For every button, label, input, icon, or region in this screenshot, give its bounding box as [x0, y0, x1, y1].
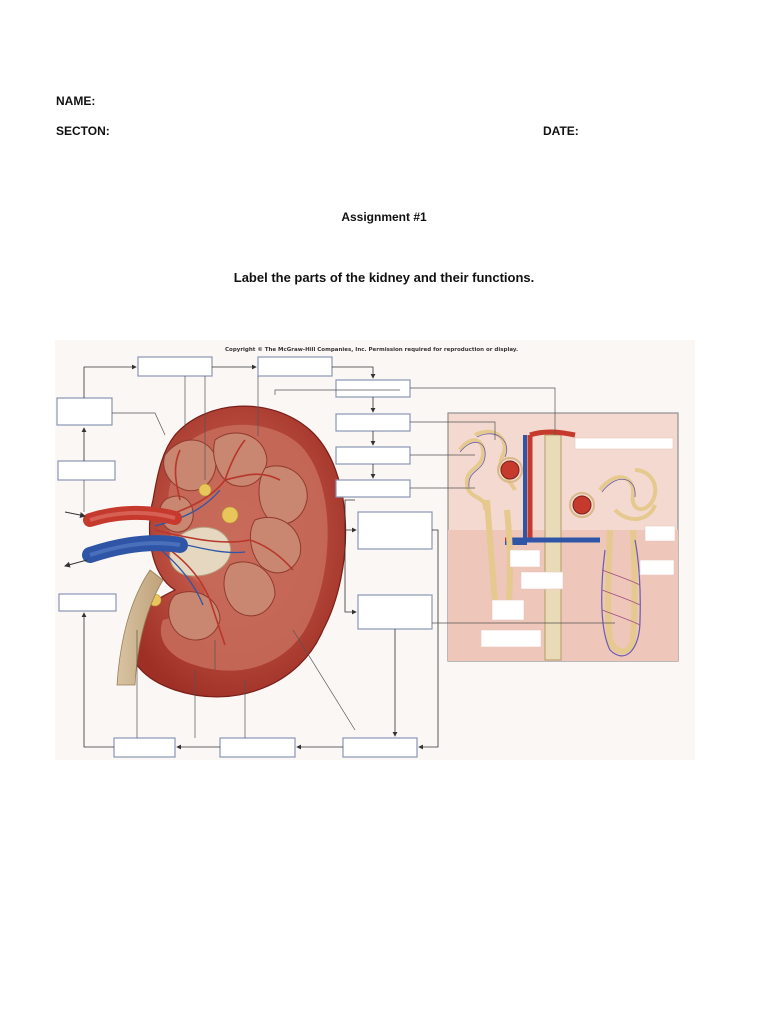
label-box[interactable] [520, 571, 564, 590]
label-box[interactable] [57, 460, 116, 481]
label-box[interactable] [257, 356, 333, 377]
assignment-title: Assignment #1 [341, 210, 427, 224]
kidney-diagram: Copyright © The McGraw-Hill Companies, I… [55, 340, 695, 760]
label-box[interactable] [335, 446, 411, 465]
instruction-text: Label the parts of the kidney and their … [233, 270, 535, 285]
label-box[interactable] [137, 356, 213, 377]
label-box[interactable] [491, 599, 525, 621]
label-box[interactable] [357, 594, 433, 630]
label-box[interactable] [644, 525, 676, 542]
label-box[interactable] [58, 593, 117, 612]
label-box[interactable] [480, 629, 542, 648]
label-box[interactable] [509, 549, 541, 568]
name-field-label: NAME: [56, 94, 96, 108]
date-field-label: DATE: [543, 124, 579, 138]
label-box[interactable] [56, 397, 113, 426]
label-box[interactable] [335, 413, 411, 432]
label-box[interactable] [357, 511, 433, 550]
section-field-label: SECTON: [56, 124, 110, 138]
label-box[interactable] [639, 559, 675, 576]
label-box[interactable] [335, 379, 411, 398]
label-box[interactable] [219, 737, 296, 758]
label-box[interactable] [335, 479, 411, 498]
label-box[interactable] [574, 437, 674, 450]
nephron-inset [447, 412, 679, 662]
figure-copyright: Copyright © The McGraw-Hill Companies, I… [225, 347, 518, 353]
kidney-illustration [64, 405, 347, 698]
label-box[interactable] [342, 737, 418, 758]
label-box[interactable] [113, 737, 176, 758]
